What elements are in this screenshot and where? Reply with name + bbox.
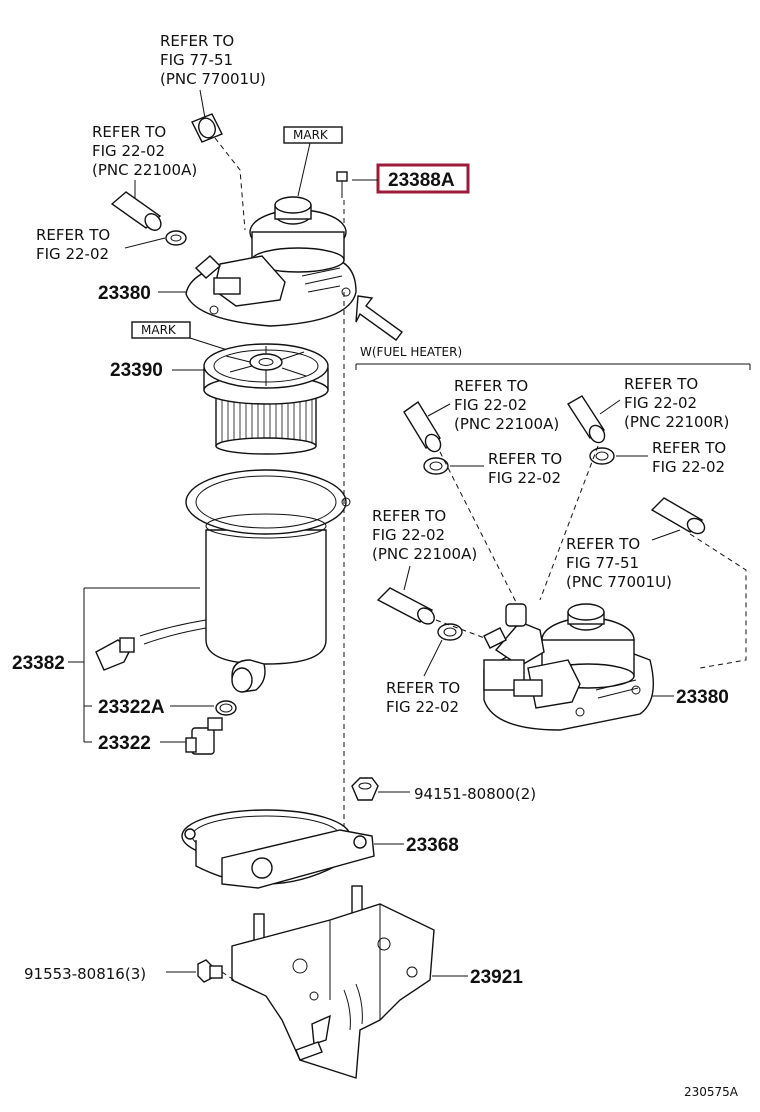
part-label-23380-heater[interactable]: 23380 — [652, 687, 729, 708]
ref-text-line3: (PNC 22100A) — [454, 415, 559, 433]
mount-bracket-23921 — [231, 885, 435, 1079]
ref-text-line1: REFER TO — [386, 679, 460, 697]
ref-text-line2: FIG 22-02 — [386, 698, 459, 716]
part-label-23390[interactable]: 23390 — [110, 360, 204, 381]
fuel-heater-variant-frame: W(FUEL HEATER) — [355, 345, 751, 370]
ref-text-line3: (PNC 77001U) — [160, 70, 266, 88]
routing-line-a — [439, 451, 521, 611]
ref-text-line2: FIG 77-51 — [160, 51, 233, 69]
ref-text-line2: FIG 77-51 — [566, 554, 639, 572]
part-number: 23921 — [470, 967, 523, 988]
highlight-box — [376, 163, 470, 194]
ref-22-02-a-top: REFER TO FIG 22-02 (PNC 22100A) — [92, 123, 197, 198]
figure-id: 230575A — [684, 1085, 739, 1099]
part-number: 23390 — [110, 360, 163, 381]
fuel-hose-lower-left — [376, 587, 435, 625]
o-ring-23322A — [215, 700, 237, 716]
part-number: 94151-80800(2) — [414, 785, 536, 803]
ref-text-line3: (PNC 22100A) — [92, 161, 197, 179]
part-label-23322A[interactable]: 23322A — [98, 697, 214, 718]
bolt-91553 — [197, 959, 241, 985]
ref-77-51-mid: REFER TO FIG 77-51 (PNC 77001U) — [566, 529, 681, 591]
ref-text-line3: (PNC 22100A) — [372, 545, 477, 563]
part-label-94151[interactable]: 94151-80800(2) — [378, 785, 536, 803]
bracket-23368 — [181, 809, 375, 889]
ref-text-line2: FIG 22-02 — [624, 394, 697, 412]
nut-94151 — [351, 777, 379, 801]
routing-line-b — [539, 445, 599, 601]
ref-text-line1: REFER TO — [652, 439, 726, 457]
part-label-91553[interactable]: 91553-80816(3) — [24, 965, 196, 983]
ref-text-line1: REFER TO — [488, 450, 562, 468]
fuel-hose-mid-a — [403, 400, 442, 453]
hose-clip-lower-left — [437, 623, 463, 641]
part-label-23368[interactable]: 23368 — [374, 835, 459, 856]
ref-text-line2: FIG 22-02 — [372, 526, 445, 544]
part-number: 91553-80816(3) — [24, 965, 146, 983]
arrow-fuel-heater — [355, 295, 403, 341]
part-number: 23388A — [388, 170, 455, 191]
ref-text-line2: FIG 22-02 — [92, 142, 165, 160]
filter-head-23380-heater — [483, 603, 654, 731]
fuel-hose-mid-r — [567, 395, 606, 444]
ref-22-02-mid-right: REFER TO FIG 22-02 — [616, 439, 726, 476]
part-label-23380[interactable]: 23380 — [98, 283, 186, 304]
sensor-23322 — [185, 717, 223, 755]
part-number: 23380 — [676, 687, 729, 708]
part-number: 23380 — [98, 283, 151, 304]
ref-text-line1: REFER TO — [566, 535, 640, 553]
ref-22-02-mid-clip: REFER TO FIG 22-02 — [450, 450, 562, 487]
ref-text-line1: REFER TO — [624, 375, 698, 393]
ref-22-02-r-mid: REFER TO FIG 22-02 (PNC 22100R) — [599, 375, 729, 431]
hose-clip-top — [165, 230, 187, 246]
ref-text-line2: FIG 22-02 — [652, 458, 725, 476]
ref-22-02-a-mid: REFER TO FIG 22-02 (PNC 22100A) — [427, 377, 559, 433]
part-number: 23322A — [98, 697, 165, 718]
filter-element-23390 — [203, 343, 329, 455]
ref-22-02-a-left: REFER TO FIG 22-02 (PNC 22100A) — [372, 507, 477, 591]
ref-text-line2: FIG 22-02 — [488, 469, 561, 487]
variant-label: W(FUEL HEATER) — [360, 345, 462, 359]
filter-head-23380 — [185, 196, 357, 327]
part-label-23322[interactable]: 23322 — [98, 733, 186, 754]
part-number: 23382 — [12, 653, 65, 674]
part-label-23388A[interactable]: 23388A — [352, 163, 470, 194]
filter-bowl-23382 — [95, 469, 351, 693]
ref-text-line2: FIG 22-02 — [36, 245, 109, 263]
ref-text-line1: REFER TO — [454, 377, 528, 395]
ref-text-line1: REFER TO — [92, 123, 166, 141]
mark-tag-top: MARK — [283, 126, 343, 197]
part-label-23921[interactable]: 23921 — [432, 967, 523, 988]
mark-tag-filter: MARK — [131, 321, 241, 355]
part-number: 23322 — [98, 733, 151, 754]
mark-text: MARK — [141, 323, 177, 337]
part-number: 23368 — [406, 835, 459, 856]
ref-22-02-top: REFER TO FIG 22-02 — [36, 226, 166, 263]
hose-clip-mid-right — [589, 447, 615, 465]
part-label-23382[interactable]: 23382 — [12, 587, 200, 743]
ref-text-line3: (PNC 22100R) — [624, 413, 729, 431]
ref-text-line1: REFER TO — [160, 32, 234, 50]
fuel-hose-mid-right — [650, 497, 706, 535]
ref-text-line1: REFER TO — [36, 226, 110, 244]
ref-text-line2: FIG 22-02 — [454, 396, 527, 414]
fuel-hose-top — [191, 113, 246, 231]
ref-22-02-bottom-clip: REFER TO FIG 22-02 — [386, 639, 460, 716]
hose-clip-mid-left — [423, 457, 449, 475]
ref-text-line1: REFER TO — [372, 507, 446, 525]
routing-line-d — [435, 619, 491, 641]
ref-77-51-top: REFER TO FIG 77-51 (PNC 77001U) — [160, 32, 266, 119]
routing-line-c — [689, 533, 747, 669]
fuel-hose-left — [110, 191, 162, 231]
mark-text: MARK — [293, 128, 329, 142]
ref-text-line3: (PNC 77001U) — [566, 573, 672, 591]
